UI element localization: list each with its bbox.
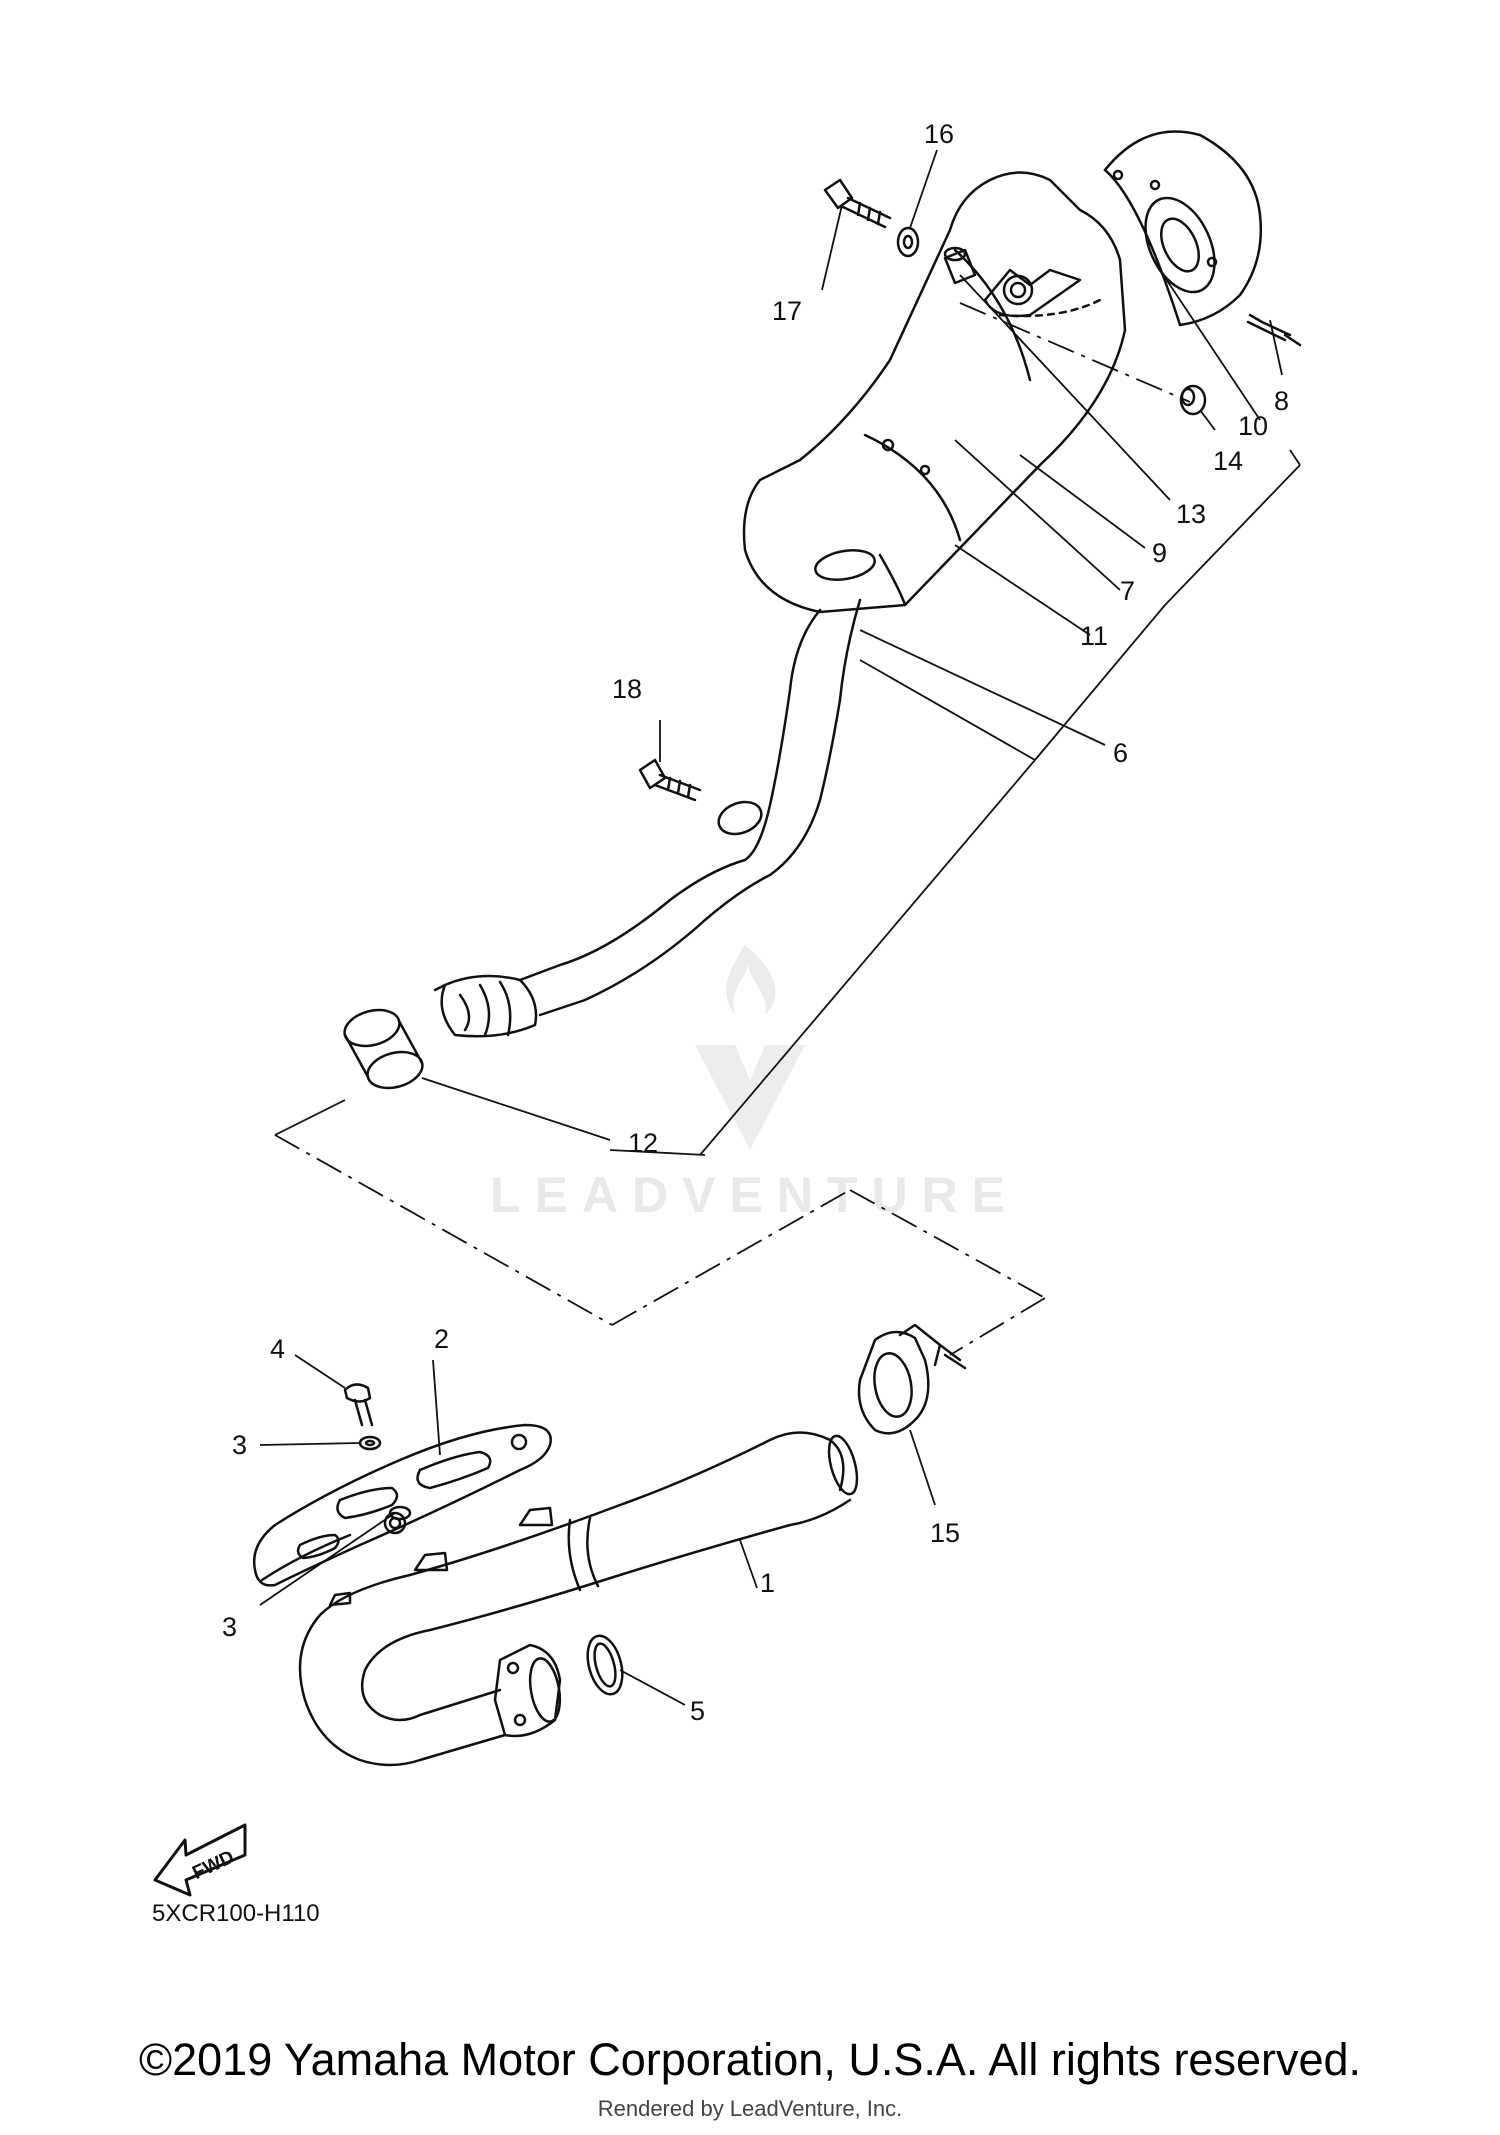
- callout-10: 11: [1080, 621, 1108, 651]
- callout-13: 13: [1176, 499, 1206, 529]
- gasket-part-12: [343, 1008, 424, 1090]
- bolt-part-18: [638, 758, 702, 802]
- callout-17: 17: [772, 296, 802, 326]
- callout-1: 1: [760, 1568, 775, 1598]
- watermark-text: LEADVENTURE: [490, 1167, 1019, 1223]
- callout-8: 8: [1274, 386, 1289, 416]
- callout-3-upper: 3: [232, 1430, 247, 1460]
- watermark: LEADVENTURE: [490, 945, 1019, 1223]
- callout-labels: 16 17 8 10 14 13 9 7 11 6 18 12 2 4 3 3 …: [222, 119, 1289, 1726]
- dash-dot-lines: [274, 302, 1191, 1356]
- callout-14: 14: [1213, 446, 1243, 476]
- diagram-code: 5XCR100-H110: [152, 1900, 320, 1927]
- collar-part-13: [943, 246, 977, 285]
- callout-16: 16: [924, 119, 954, 149]
- callout-15: 15: [930, 1518, 960, 1548]
- fwd-arrow-icon: FWD: [153, 1823, 247, 1897]
- callout-3-lower: 3: [222, 1612, 237, 1642]
- callout-11: 10: [1238, 411, 1268, 441]
- rendered-by-notice: Rendered by LeadVenture, Inc.: [597, 2096, 903, 2121]
- watermark-v-icon: [695, 1045, 805, 1150]
- callout-5: 5: [690, 1696, 705, 1726]
- callout-12: 12: [628, 1128, 658, 1158]
- callout-4: 4: [270, 1334, 285, 1364]
- callout-9: 9: [1152, 538, 1167, 568]
- gasket-part-5: [586, 1634, 624, 1696]
- muffler-assembly: [742, 130, 1263, 614]
- washer-part-3-lower: [388, 1505, 412, 1521]
- washer-part-3-upper: [358, 1435, 382, 1451]
- mid-pipe: [433, 598, 862, 1038]
- washer-part-16: [896, 226, 920, 258]
- leader-lines: [259, 149, 1301, 1706]
- callout-2: 2: [434, 1324, 449, 1354]
- bolt-part-8: [1246, 313, 1302, 347]
- heat-protector-part-2: [252, 1423, 552, 1587]
- exhaust-pipe-part-1: [298, 1431, 859, 1767]
- bolt-part-17: [823, 178, 892, 229]
- callout-7: 7: [1120, 576, 1135, 606]
- clamp-part-15: [857, 1323, 967, 1435]
- callout-6: 6: [1113, 738, 1128, 768]
- watermark-flame-icon: [726, 945, 776, 1015]
- screw-part-4: [343, 1383, 374, 1427]
- copyright-notice: ©2019 Yamaha Motor Corporation, U.S.A. A…: [138, 2034, 1362, 2085]
- callout-18: 18: [612, 674, 642, 704]
- grommet-part-14: [1179, 384, 1207, 416]
